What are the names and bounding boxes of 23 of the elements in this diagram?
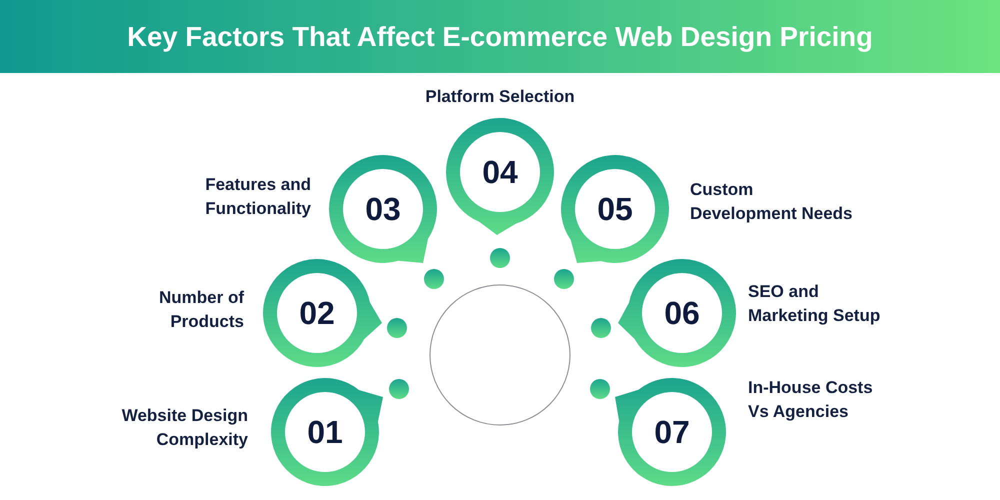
- factor-label: Website Design Complexity: [120, 405, 248, 451]
- speech-bubble-ring: [618, 259, 736, 367]
- factor-label: Custom Development Needs: [690, 179, 854, 225]
- factor-label: Platform Selection: [425, 86, 575, 108]
- factor-label: SEO and Marketing Setup: [748, 281, 882, 327]
- step-number: 06: [664, 295, 700, 331]
- factor-label: Number of Products: [158, 287, 244, 333]
- speech-bubble-ring: [329, 155, 437, 263]
- factor-label: In-House Costs Vs Agencies: [748, 377, 874, 423]
- step-number: 01: [307, 414, 343, 450]
- step-number: 04: [482, 154, 518, 190]
- step-number: 07: [654, 414, 690, 450]
- title: Key Factors That Affect E-commerce Web Design Pricing: [127, 20, 873, 54]
- circle-outline: [429, 284, 571, 426]
- step-number: 02: [299, 295, 335, 331]
- speech-bubble-ring: [263, 259, 382, 367]
- speech-bubble-ring: [271, 378, 383, 486]
- step-number: 03: [365, 191, 401, 227]
- speech-bubble-ring: [561, 155, 669, 263]
- speech-bubble-ring: [615, 378, 726, 486]
- speech-bubble-ring: [446, 118, 554, 235]
- factor-label: Features and Functionality: [204, 174, 311, 220]
- step-number: 05: [597, 191, 633, 227]
